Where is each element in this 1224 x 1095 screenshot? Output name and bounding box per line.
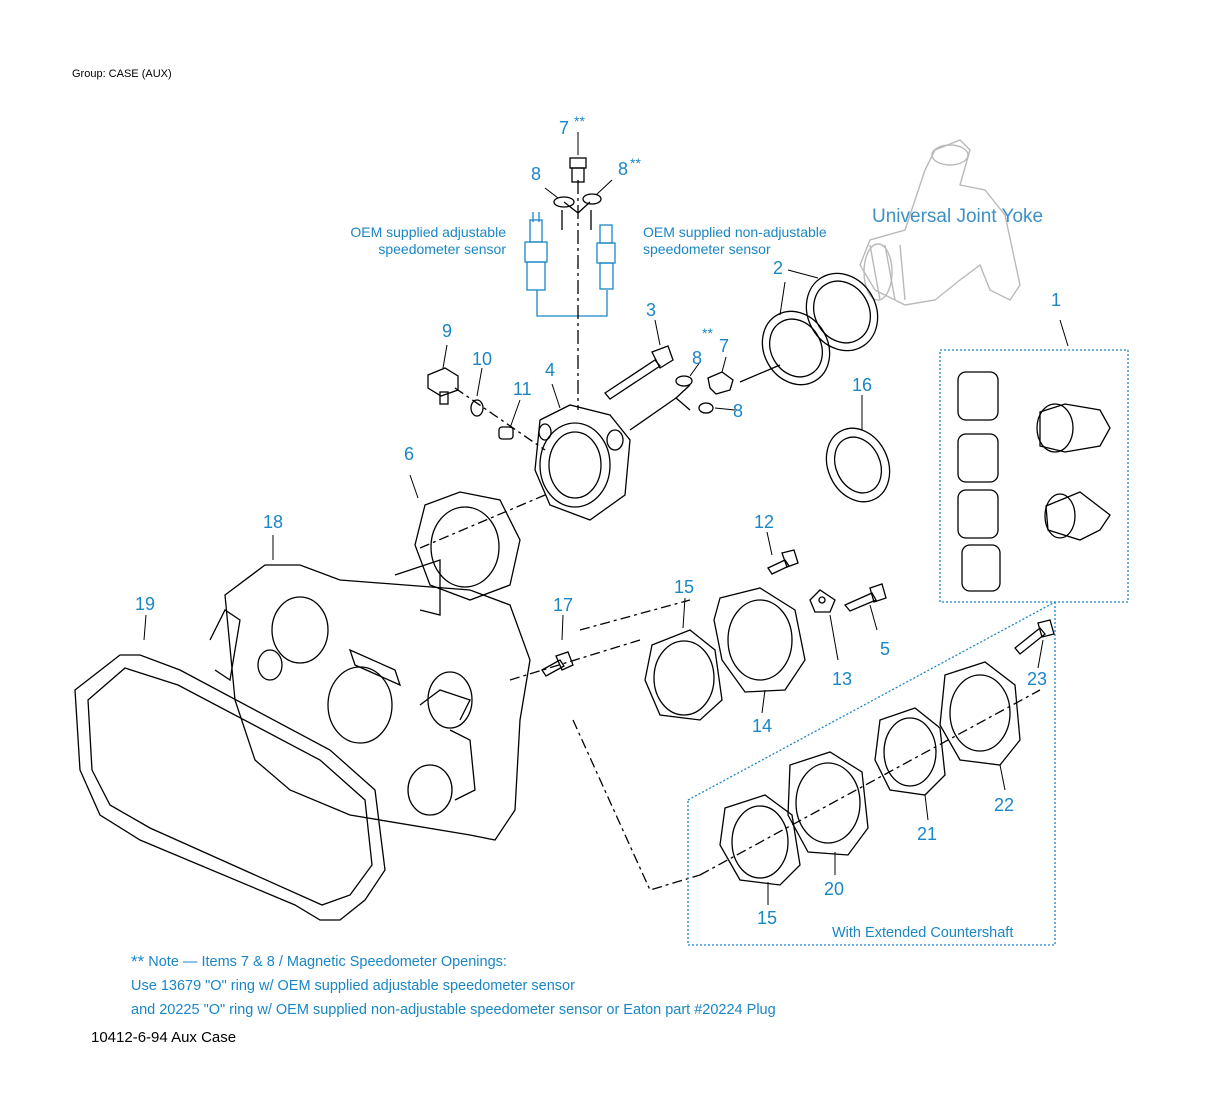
callout-8-top-left: 8	[531, 164, 542, 184]
o-ring-icon	[675, 375, 693, 387]
callout-2: 2	[773, 258, 784, 278]
ring-16-icon	[825, 427, 891, 503]
extended-countershaft-label: With Extended Countershaft	[832, 925, 1014, 941]
bolt-17-icon	[541, 651, 574, 677]
callout-3: 3	[646, 300, 657, 320]
callout-14: 14	[752, 716, 773, 736]
callout-19: 19	[135, 594, 156, 614]
nonadjustable-sensor-line1: OEM supplied non-adjustable	[643, 224, 827, 240]
o-ring-icon	[553, 196, 575, 208]
adjustable-sensor-line2: speedometer sensor	[378, 241, 506, 257]
case-18-icon	[209, 564, 531, 841]
universal-joint-yoke-icon	[859, 139, 1021, 306]
yoke-label: Universal Joint Yoke	[872, 206, 1044, 227]
group-label: Group: CASE (AUX)	[72, 68, 172, 80]
callout-15-b: 15	[757, 908, 778, 928]
gasket-21-icon	[874, 707, 946, 796]
callout-8-top-right-stars: **	[630, 155, 641, 171]
callout-8-top-right: 8	[618, 159, 629, 179]
callout-7-top-stars: **	[574, 113, 585, 129]
nonadjustable-sensor-label: OEM supplied non-adjustable speedometer …	[643, 224, 863, 258]
gasket-15b-icon	[719, 794, 801, 886]
nonadjustable-sensor-line2: speedometer sensor	[643, 241, 771, 257]
callout-12: 12	[754, 512, 775, 532]
adjustable-sensor-label: OEM supplied adjustable speedometer sens…	[310, 224, 506, 258]
note-line1: Note — Items 7 & 8 / Magnetic Speedomete…	[148, 954, 507, 970]
callout-15-a: 15	[674, 577, 695, 597]
gasket-19-icon	[74, 654, 386, 921]
plug-9-icon	[427, 367, 459, 405]
bolt-3-icon	[604, 345, 674, 400]
callout-20: 20	[824, 879, 845, 899]
note-line2: Use 13679 "O" ring w/ OEM supplied adjus…	[131, 978, 575, 994]
callout-18: 18	[263, 512, 284, 532]
callout-23: 23	[1027, 669, 1048, 689]
bracket-13-icon	[809, 589, 836, 613]
pin-11-icon	[498, 426, 514, 440]
callout-6: 6	[404, 444, 415, 464]
callout-4: 4	[545, 360, 556, 380]
callout-1: 1	[1051, 290, 1062, 310]
callout-7-right: 7	[719, 336, 730, 356]
callout-8-low: 8	[733, 401, 744, 421]
note-stars: **	[131, 952, 145, 971]
bolt-5-icon	[843, 583, 887, 612]
cover-20-icon	[787, 751, 869, 856]
figure-id: 10412-6-94 Aux Case	[91, 1029, 237, 1046]
sleeve-kit-icon	[957, 371, 1111, 592]
callout-16: 16	[852, 375, 873, 395]
o-ring-icon	[698, 402, 714, 414]
housing-4-icon	[534, 404, 631, 521]
callout-10: 10	[472, 349, 493, 369]
callout-11: 11	[513, 379, 532, 399]
callout-22: 22	[994, 795, 1015, 815]
plug-7-right-icon	[707, 371, 734, 395]
speedometer-sensor-adjustable-icon	[524, 212, 548, 291]
gasket-15-icon	[644, 629, 723, 721]
callout-7-right-stars: **	[702, 325, 713, 341]
bolt-12-icon	[767, 549, 799, 575]
callout-7-top: 7	[559, 118, 570, 138]
washer-10-icon	[470, 399, 484, 417]
o-ring-icon	[582, 193, 602, 205]
callout-9: 9	[442, 321, 453, 341]
seal-ring-icon	[761, 272, 879, 386]
callout-8-mid: 8	[692, 348, 703, 368]
cover-22-icon	[939, 661, 1021, 766]
plug-7-icon	[569, 157, 587, 183]
callout-21: 21	[917, 824, 938, 844]
speedometer-sensor-nonadjustable-icon	[596, 224, 616, 290]
callout-17: 17	[553, 595, 574, 615]
note-line3: and 20225 "O" ring w/ OEM supplied non-a…	[131, 1002, 776, 1018]
adjustable-sensor-line1: OEM supplied adjustable	[350, 224, 506, 240]
note-block: ** Note — Items 7 & 8 / Magnetic Speedom…	[131, 950, 776, 1022]
cover-plate-6-icon	[414, 491, 521, 601]
callout-5: 5	[880, 639, 891, 659]
cover-14-icon	[713, 587, 806, 693]
bolt-23-icon	[1014, 619, 1055, 655]
callout-13: 13	[832, 669, 853, 689]
